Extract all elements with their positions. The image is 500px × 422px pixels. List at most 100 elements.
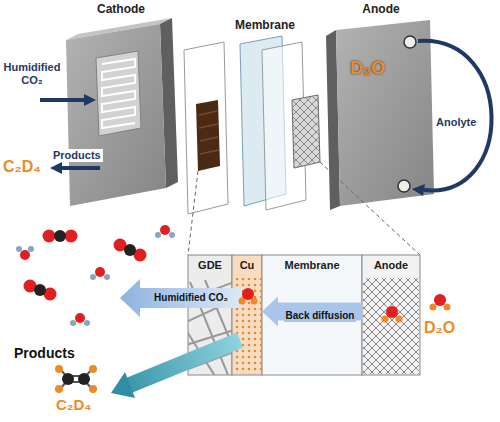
c2d4-molecule	[55, 385, 63, 393]
cell-layers	[184, 36, 320, 214]
anode-band	[362, 255, 420, 375]
water-molecule	[169, 232, 175, 238]
c2d4-molecule	[55, 365, 97, 393]
product-flow-head	[111, 372, 135, 398]
outlet-arrow-head	[50, 162, 62, 174]
d2o-molecule	[430, 304, 437, 311]
anode-mesh-hatch	[292, 95, 320, 168]
c2d4-molecule	[62, 373, 74, 385]
co2-molecule	[24, 280, 57, 301]
anode-band-mesh	[363, 278, 419, 374]
anode-mesh	[292, 95, 320, 168]
outlet-arrow	[61, 166, 100, 170]
edge-label-slot: Back diffusion	[284, 305, 357, 323]
d2o-molecule	[242, 288, 254, 300]
water-molecule	[155, 232, 161, 238]
plate-front-face	[336, 20, 434, 206]
c2d4-molecule	[89, 365, 97, 373]
product-flow-arrow	[129, 340, 240, 385]
c2d4-molecule	[89, 385, 97, 393]
d2o-molecule	[386, 306, 398, 318]
water-molecule	[95, 267, 105, 277]
product-formula-slot: C₂D₄	[3, 157, 41, 176]
water-molecule	[160, 225, 170, 235]
d2o-molecule	[396, 316, 403, 323]
layer-title: Anode	[362, 255, 420, 272]
zoom-leader	[188, 171, 198, 255]
gas-inlet-label: Humidified CO₂	[1, 61, 63, 87]
anolyte-loop-head	[412, 184, 425, 196]
co2-molecule	[43, 230, 56, 243]
c2d4-molecule	[78, 373, 90, 385]
flow-arrow-label: Humidified CO₂	[142, 292, 240, 304]
anode-plate: Anode	[326, 2, 436, 210]
membrane-band	[262, 255, 362, 375]
layer-title: Cathode	[62, 2, 180, 16]
flow-arrow-label-slot: Humidified CO₂	[142, 292, 240, 304]
water-molecule	[104, 274, 110, 280]
water-molecule	[16, 246, 34, 260]
water-molecule	[16, 246, 22, 252]
gde-band: GDE	[188, 255, 232, 375]
d2o-molecule	[434, 294, 446, 306]
flow-field	[96, 51, 141, 136]
gde-piece	[196, 100, 220, 171]
water-molecule	[90, 267, 110, 280]
plate-front-face	[66, 24, 166, 206]
water-molecule	[70, 320, 76, 326]
co2-molecule	[114, 239, 147, 262]
serpentine-channel	[102, 59, 135, 128]
port-knob	[404, 36, 416, 48]
water-formula-slot: D₂O	[424, 318, 455, 337]
gas-inlet-label-slot: Humidified CO₂	[1, 61, 63, 87]
d2o-molecule	[382, 316, 389, 323]
water-molecule	[90, 274, 96, 280]
co2-molecule	[54, 230, 66, 242]
water-molecule	[75, 313, 85, 323]
cu-band	[232, 255, 262, 375]
gde-texture	[199, 111, 219, 154]
product-outlet-label: Products	[51, 149, 103, 162]
product-formula-slot: C₂D₄	[56, 396, 91, 414]
layer-title: Anode	[326, 2, 436, 16]
layer-title: Membrane	[262, 255, 362, 272]
anolyte-label: Anolyte	[436, 116, 476, 129]
cathode-plate: Cathode	[62, 2, 180, 210]
inlet-arrow	[40, 98, 85, 102]
inlet-arrow-head	[84, 94, 96, 106]
anode-plate-drawing	[326, 20, 492, 210]
c2d4-molecule	[55, 365, 63, 373]
cu-band: Cu	[232, 255, 262, 375]
water-molecule	[155, 225, 175, 238]
product-formula: C₂D₄	[56, 396, 91, 414]
products-label-slot: Products	[14, 344, 75, 362]
d2o-molecule	[430, 294, 451, 311]
anolyte-loop	[418, 41, 492, 191]
gasket-sheet	[184, 42, 228, 214]
detail-bands	[186, 255, 420, 376]
anolyte-formula-slot: D₂O	[350, 58, 385, 80]
d2o-molecule	[382, 306, 403, 323]
products-label: Products	[14, 345, 75, 362]
water-molecule	[20, 250, 30, 260]
water-molecule	[84, 320, 90, 326]
membrane-layer: Membrane	[222, 16, 308, 210]
layer-title: Cu	[232, 255, 262, 272]
anolyte-formula: D₂O	[350, 58, 385, 80]
water-formula: D₂O	[424, 318, 455, 337]
edge-label: Back diffusion	[284, 310, 357, 322]
arrow-head	[262, 296, 278, 326]
d2o-molecule	[444, 304, 451, 311]
layer-title: Membrane	[222, 16, 308, 32]
water-molecule	[28, 246, 34, 252]
molecules	[16, 225, 451, 393]
port-knob	[398, 180, 410, 192]
d2o-molecule	[239, 288, 258, 305]
layer-title: GDE	[188, 255, 232, 272]
cathode-plate-drawing	[66, 18, 178, 206]
